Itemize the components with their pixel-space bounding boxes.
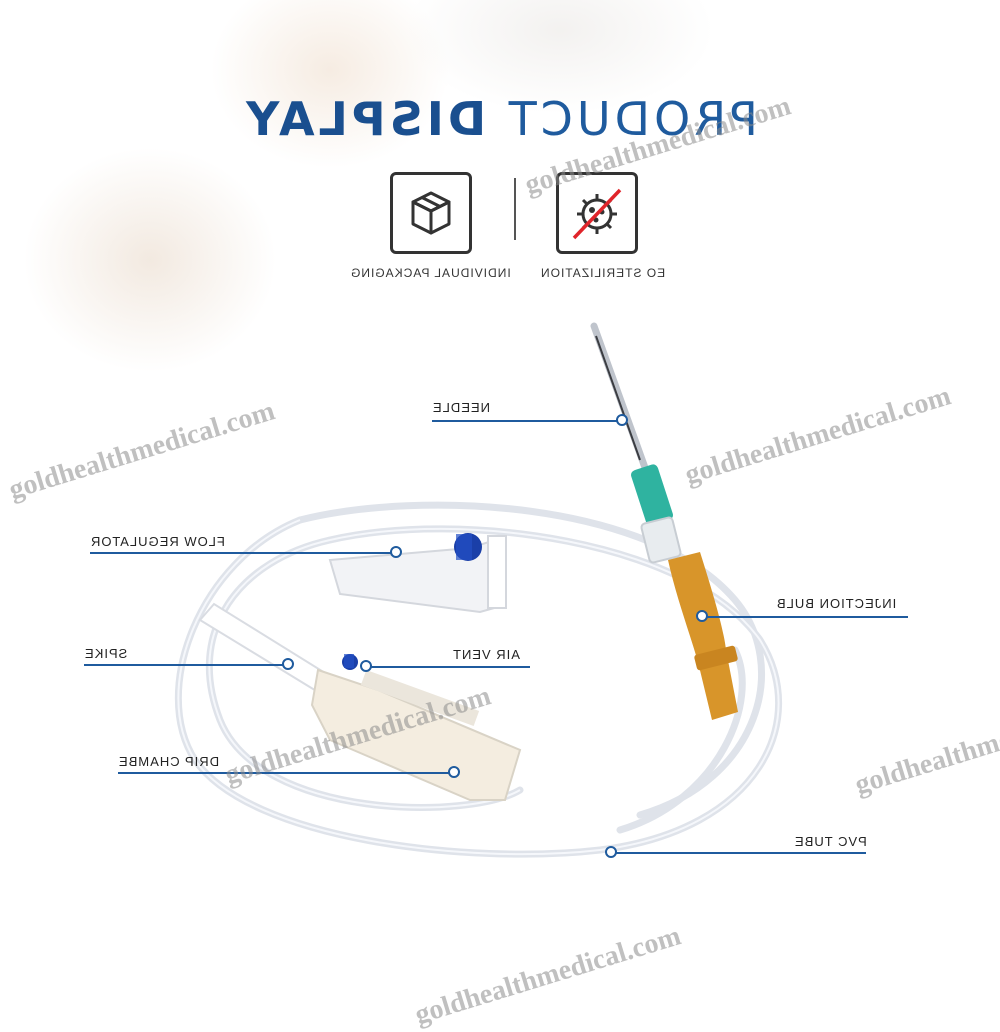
sterilization-icon-box: [556, 172, 638, 254]
flow-regulator: [328, 533, 507, 614]
injection-bulb: [668, 552, 738, 720]
flow-regulator-leader-line: [90, 552, 395, 554]
pvc-tube-leader-line: [610, 852, 866, 854]
infusion-set-illustration: [174, 322, 783, 858]
spike-leader-line: [84, 664, 286, 666]
pvc-tube-dot: [605, 846, 617, 858]
needle-dot: [616, 414, 628, 426]
callout-flow-regulator: FLOW REGULATOR: [90, 534, 225, 549]
callout-spike: SPIKE: [84, 646, 128, 661]
package-icon: [411, 191, 451, 235]
injection-bulb-dot: [696, 610, 708, 622]
spike: [198, 602, 332, 694]
drip-chamber-dot: [448, 766, 460, 778]
air-vent-dot: [360, 660, 372, 672]
pvc-tubing-highlight: [177, 519, 780, 856]
drip-chamber: [310, 654, 522, 801]
sterilization-icon: [572, 188, 622, 240]
air-vent-leader-line: [365, 666, 530, 668]
needle: [590, 322, 652, 480]
injection-bulb-leader-line: [700, 616, 908, 618]
needle-hub: [631, 464, 682, 564]
drip-chamber-leader-line: [118, 772, 452, 774]
needle-leader-line: [432, 420, 620, 422]
feature-divider: [514, 178, 516, 240]
callout-air-vent: AIR VENT: [452, 647, 520, 662]
callout-drip-chamber: DRIP CHAMBE: [118, 754, 220, 769]
callout-needle: NEEDLE: [432, 400, 491, 415]
flow-regulator-dot: [390, 546, 402, 558]
callout-injection-bulb: INJECTION BULB: [776, 596, 897, 611]
background-image: [0, 0, 1000, 1000]
spike-dot: [282, 658, 294, 670]
callout-pvc-tube: PVC TUBE: [794, 834, 867, 849]
package-icon-box: [390, 172, 472, 254]
